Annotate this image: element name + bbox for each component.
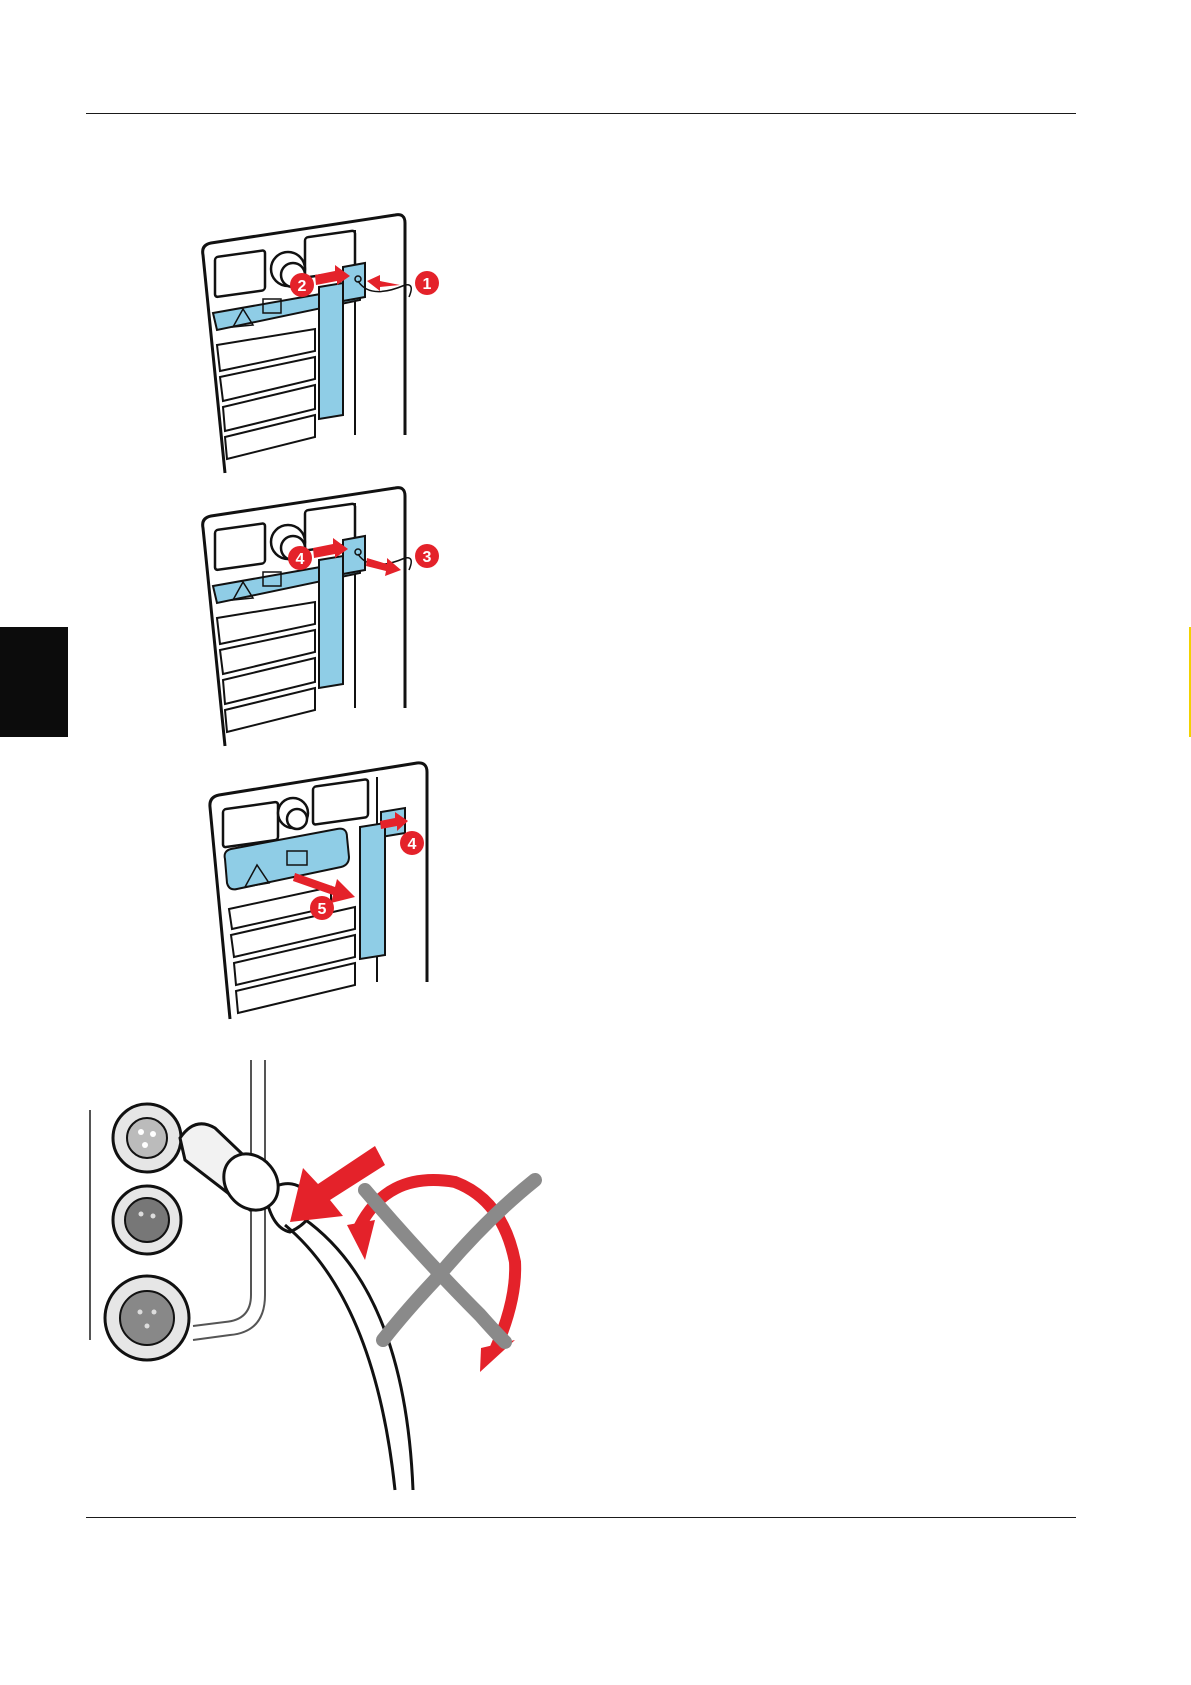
svg-text:2: 2 — [298, 278, 307, 295]
svg-text:4: 4 — [408, 836, 417, 853]
figure-step-4-5: 4 5 — [205, 757, 455, 1022]
figure-step-1-2: 2 1 — [195, 205, 455, 475]
figure-step-3-4: 4 3 — [195, 478, 455, 748]
svg-text:5: 5 — [318, 901, 327, 918]
svg-text:4: 4 — [296, 551, 305, 568]
header-rule — [86, 113, 1076, 114]
socket-icon — [113, 1104, 181, 1172]
figure-cable-connector — [85, 1050, 555, 1505]
footer-rule — [86, 1517, 1076, 1518]
svg-text:3: 3 — [423, 549, 432, 566]
cable — [285, 1218, 413, 1490]
chapter-tab — [0, 627, 68, 737]
svg-text:1: 1 — [423, 276, 432, 293]
round-connector-icon — [278, 798, 308, 829]
socket-icon — [105, 1276, 189, 1360]
socket-icon — [113, 1186, 181, 1254]
